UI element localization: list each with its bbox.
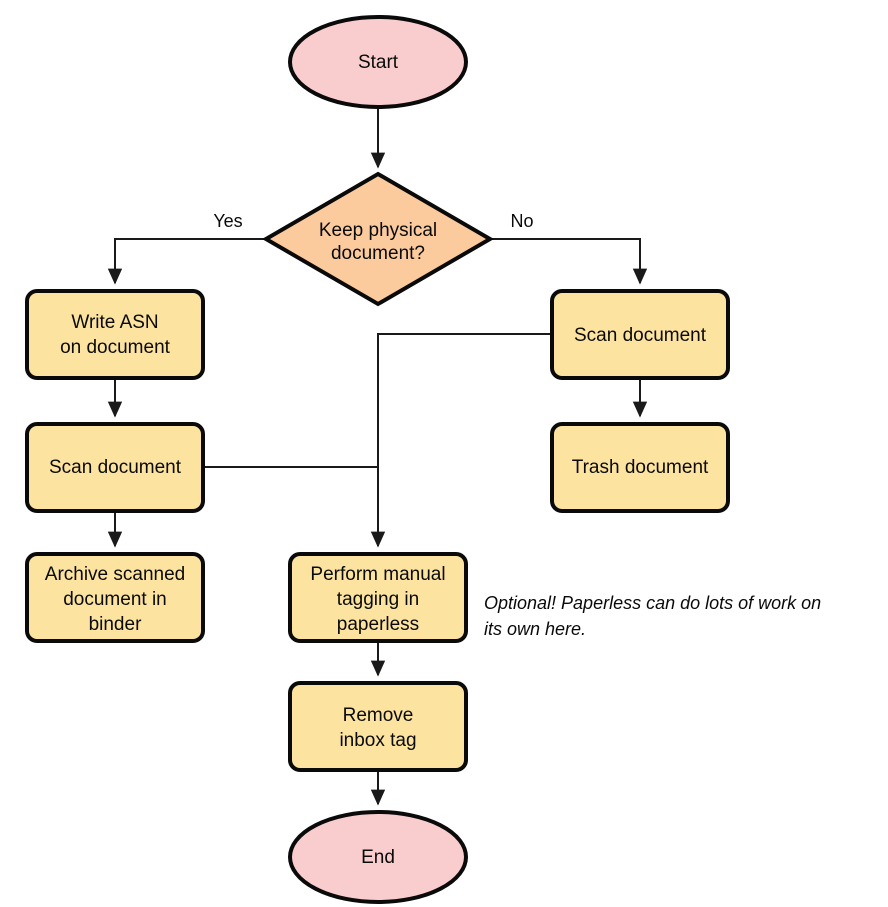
start-label: Start [358,52,399,73]
node-scan-document-right[interactable]: Scan document [550,289,730,380]
node-trash-document[interactable]: Trash document [550,422,730,513]
scan-document-right-box[interactable] [550,289,730,380]
write-asn-box[interactable] [25,289,205,380]
node-keep-physical-document-decision[interactable]: Keep physical document? [262,171,494,307]
start-ellipse[interactable] [288,15,468,109]
edge-label-no: No [510,211,533,231]
node-scan-document-left[interactable]: Scan document [25,422,205,513]
remove-inbox-tag-label-line1: Remove [343,705,414,726]
scan-document-left-box[interactable] [25,422,205,513]
edge-decision-to-scan-right [490,238,648,285]
archive-label-line1: Archive scanned [45,564,185,585]
remove-inbox-tag-label-line2: inbox tag [339,730,416,751]
archive-label-line3: binder [89,614,142,635]
tagging-label-line1: Perform manual [310,564,445,585]
tagging-label-line2: tagging in [337,589,419,610]
node-write-asn-on-document[interactable]: Write ASN on document [25,289,205,380]
edge-scan-right-to-tagging [370,333,552,548]
archive-label-line2: document in [63,589,167,610]
end-ellipse[interactable] [288,810,468,904]
decision-label-line2: document? [331,243,425,264]
scan-document-right-label: Scan document [574,325,707,346]
node-start[interactable]: Start [288,15,468,109]
node-end[interactable]: End [288,810,468,904]
decision-diamond[interactable] [262,171,494,307]
end-label: End [361,847,395,868]
scan-document-left-label: Scan document [49,457,182,478]
annotation-line1: Optional! Paperless can do lots of work … [484,593,821,613]
write-asn-label-line2: on document [60,337,171,358]
node-perform-manual-tagging-in-paperless[interactable]: Perform manual tagging in paperless [288,552,468,643]
write-asn-label-line1: Write ASN [71,312,158,333]
decision-label-line1: Keep physical [319,220,437,241]
annotation-optional-paperless: Optional! Paperless can do lots of work … [484,593,821,639]
node-archive-scanned-document-in-binder[interactable]: Archive scanned document in binder [25,552,205,643]
annotation-line2: its own here. [484,619,586,639]
edge-decision-to-write-asn [107,238,266,285]
edge-label-yes: Yes [213,211,242,231]
trash-document-box[interactable] [550,422,730,513]
tagging-box[interactable] [288,552,468,643]
trash-document-label: Trash document [572,457,709,478]
archive-box[interactable] [25,552,205,643]
node-remove-inbox-tag[interactable]: Remove inbox tag [288,681,468,772]
remove-inbox-tag-box[interactable] [288,681,468,772]
tagging-label-line3: paperless [337,614,419,635]
connector-layer [107,108,648,806]
